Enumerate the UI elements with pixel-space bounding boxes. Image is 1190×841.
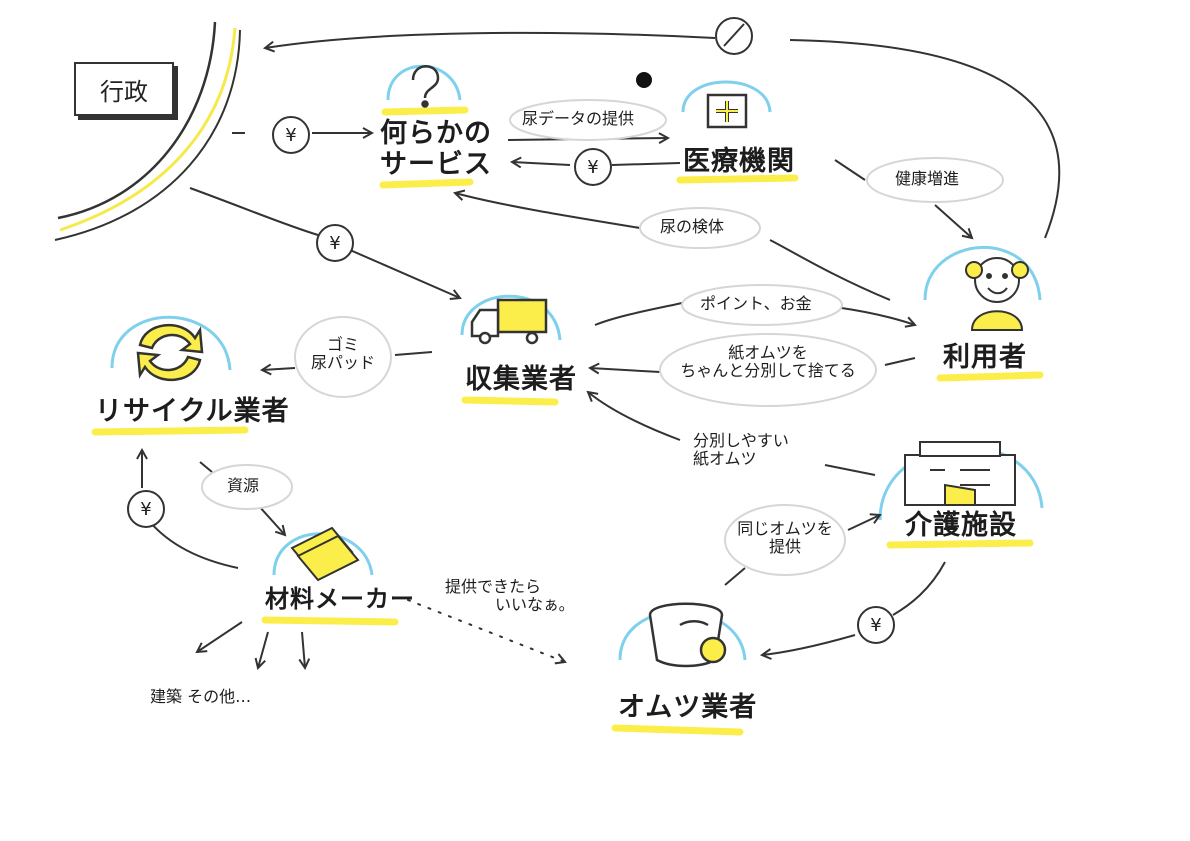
edge-easy-sort: 分別しやすい 紙オムツ — [693, 431, 789, 469]
edge-same-diaper-line2: 提供 — [768, 537, 801, 557]
yen-badge-gov-collector: ¥ — [316, 224, 354, 262]
edge-resources: 資源 — [227, 476, 260, 495]
edge-label-bubbles — [201, 99, 1004, 576]
recycler-node-label: リサイクル業者 — [95, 396, 290, 427]
diaper-icon — [648, 602, 727, 668]
yen-badge-material-recycler: ¥ — [127, 490, 165, 528]
user-node-label: 利用者 — [943, 342, 1027, 373]
edge-trash-line1: ゴミ — [326, 335, 359, 354]
edge-wish-line2: いいなぁ。 — [495, 595, 575, 615]
coin-icon — [715, 17, 753, 55]
edge-easy-sort-line1: 分別しやすい — [693, 431, 789, 450]
service-label-line1: 何らかの — [380, 118, 492, 149]
medical-cross-icon — [706, 93, 748, 129]
service-node: 何らかの サービス — [380, 118, 492, 180]
edge-urine-sample: 尿の検体 — [660, 217, 725, 236]
recycle-icon — [136, 323, 204, 382]
yen-badge-gov-service: ¥ — [272, 116, 310, 154]
label-underlines — [91, 106, 1044, 736]
edge-points-money: ポイント、お金 — [700, 294, 812, 313]
edge-construction: 建築 その他… — [150, 687, 252, 706]
government-boundary-curve-2 — [54, 29, 241, 241]
question-icon — [411, 65, 440, 108]
government-boundary-highlight — [59, 27, 237, 232]
care-facility-icon — [904, 441, 1016, 506]
edge-proper-sorting: 紙オムツを ちゃんと分別して捨てる — [668, 343, 868, 381]
edge-wish: 提供できたら いいなぁ。 — [445, 577, 575, 615]
edge-same-diaper: 同じオムツを 提供 — [735, 519, 835, 557]
edge-trash-line2: 尿パッド — [310, 353, 375, 373]
edge-health: 健康増進 — [895, 169, 960, 188]
diaper-node-label: オムツ業者 — [618, 692, 758, 723]
yen-badge-medical-service: ¥ — [574, 148, 612, 186]
government-boundary-curve — [57, 21, 217, 220]
yen-badge-care-diaper: ¥ — [857, 606, 895, 644]
truck-icon — [470, 298, 548, 345]
edge-wish-line1: 提供できたら — [445, 577, 542, 596]
material-node-label: 材料メーカー — [265, 585, 415, 613]
edge-same-diaper-line1: 同じオムツを — [737, 519, 833, 538]
edge-easy-sort-line2: 紙オムツ — [693, 449, 757, 469]
edge-trash: ゴミ 尿パッド — [303, 335, 383, 373]
elder-person-icon — [965, 257, 1029, 331]
ink-blot — [636, 72, 652, 88]
government-label: 行政 — [74, 62, 174, 116]
service-label-line2: サービス — [380, 149, 492, 181]
material-sheets-icon — [290, 526, 360, 582]
collector-node-label: 収集業者 — [465, 364, 577, 395]
edge-proper-sorting-line2: ちゃんと分別して捨てる — [680, 361, 856, 381]
edge-proper-sorting-line1: 紙オムツを — [728, 343, 808, 362]
medical-node-label: 医療機関 — [683, 146, 795, 177]
edge-urine-data: 尿データの提供 — [522, 109, 635, 128]
connectors — [142, 31, 1061, 668]
care-node-label: 介護施設 — [905, 510, 1017, 541]
